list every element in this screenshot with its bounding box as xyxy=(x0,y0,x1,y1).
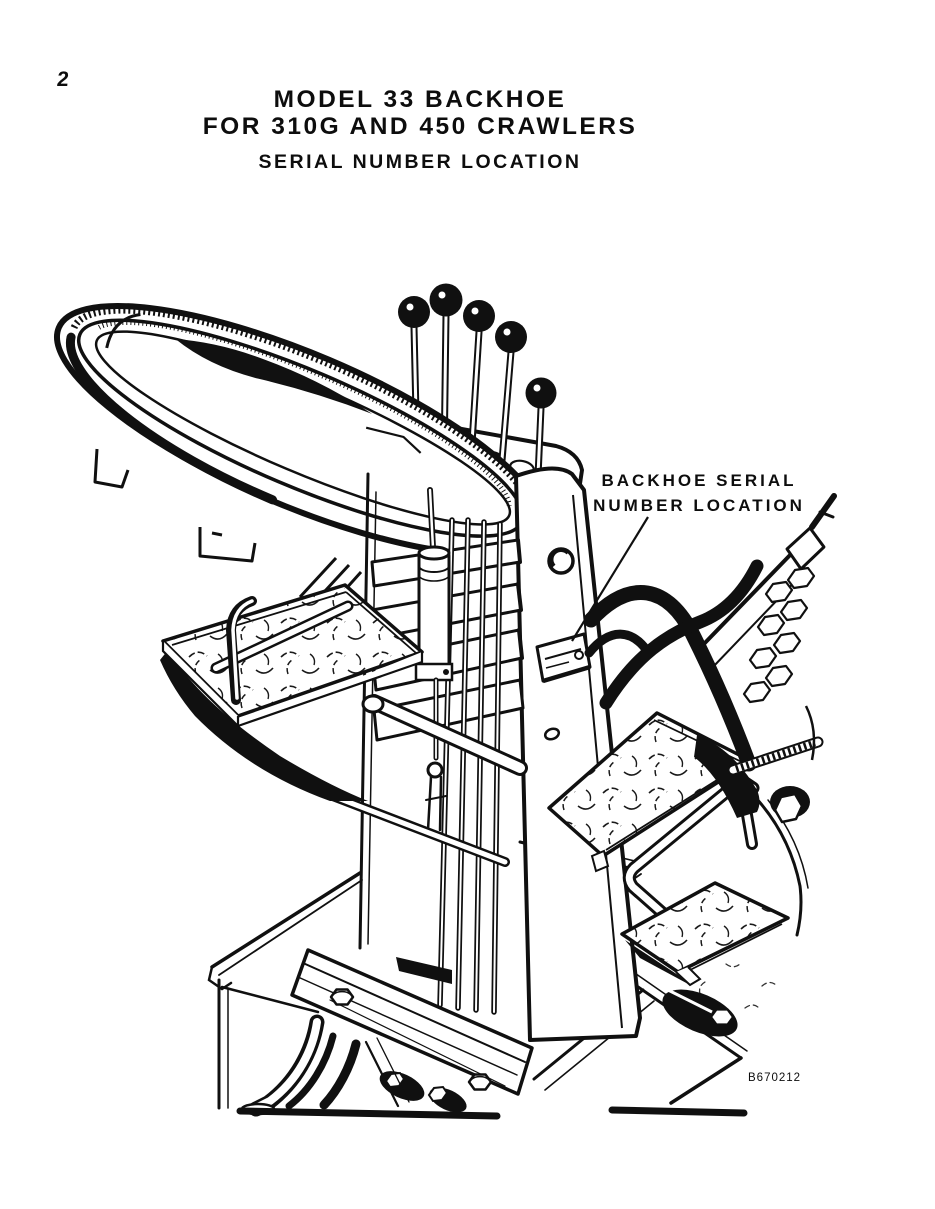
foot-platform-left xyxy=(160,583,424,801)
title-line-1: MODEL 33 BACKHOE xyxy=(273,86,567,113)
tower-linkage-frame xyxy=(325,472,528,1015)
control-cylinder xyxy=(414,487,454,761)
serial-number-plate xyxy=(535,632,592,684)
leader-line xyxy=(571,516,649,642)
hydraulic-hoses xyxy=(583,559,764,818)
control-tower xyxy=(514,466,642,1042)
callout-line-2: NUMBER LOCATION xyxy=(593,496,805,515)
serial-location-callout: BACKHOE SERIAL NUMBER LOCATION xyxy=(585,468,813,518)
title-subtitle: SERIAL NUMBER LOCATION xyxy=(258,151,582,173)
page-title: MODEL 33 BACKHOE FOR 310G AND 450 CRAWLE… xyxy=(0,86,840,176)
callout-line-1: BACKHOE SERIAL xyxy=(601,471,797,490)
foot-pedals xyxy=(240,1014,361,1117)
figure-code: B670212 xyxy=(748,1072,802,1084)
title-line-2: FOR 310G AND 450 CRAWLERS xyxy=(202,113,638,140)
ground-shadow xyxy=(236,1106,748,1120)
tower-mounting-flange xyxy=(240,948,534,1117)
hose-fittings xyxy=(698,493,837,824)
control-lever-knobs xyxy=(398,283,557,409)
foot-platform-right-lower xyxy=(620,881,790,1037)
